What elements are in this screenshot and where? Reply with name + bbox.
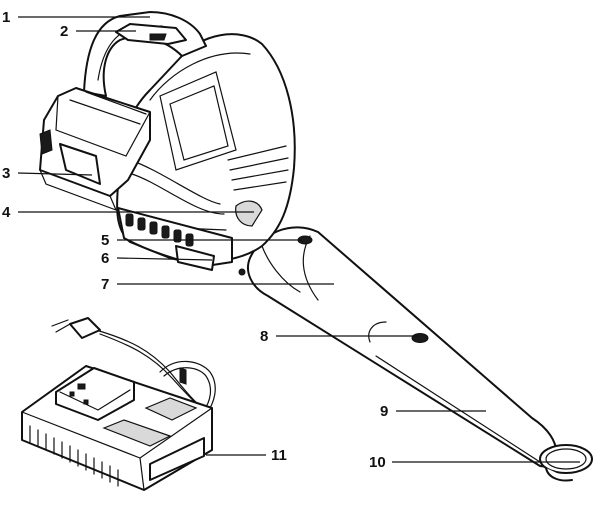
- callout-8: 8: [260, 328, 418, 345]
- callout-9: 9: [380, 403, 486, 420]
- callout-3: 3: [2, 165, 93, 182]
- callout-label: 1: [2, 9, 10, 26]
- blower-body: [115, 33, 296, 263]
- handle: [83, 11, 207, 97]
- callout-label: 8: [260, 328, 268, 345]
- callout-label: 7: [101, 276, 109, 293]
- callout-label: 9: [380, 403, 388, 420]
- callout-10: 10: [369, 454, 580, 471]
- callout-label: 5: [101, 232, 109, 249]
- callout-label: 4: [2, 204, 11, 221]
- callout-label: 11: [271, 447, 287, 464]
- callout-label: 10: [369, 454, 386, 471]
- callout-7: 7: [101, 276, 334, 293]
- callout-label: 6: [101, 250, 109, 267]
- callout-11: 11: [206, 447, 287, 464]
- callout-6: 6: [101, 250, 213, 267]
- callout-5: 5: [101, 232, 302, 249]
- battery-pack: [39, 87, 151, 212]
- callout-1: 1: [2, 9, 150, 26]
- blower-tube: [247, 226, 558, 468]
- callout-4: 4: [2, 204, 254, 221]
- callout-label: 2: [60, 23, 68, 40]
- leaf-blower-illustration: [39, 11, 593, 482]
- callout-2: 2: [60, 23, 136, 40]
- nozzle-tip: [539, 444, 593, 482]
- charger-base: [21, 365, 213, 491]
- charger-illustration: [21, 317, 216, 491]
- callout-label: 3: [2, 165, 10, 182]
